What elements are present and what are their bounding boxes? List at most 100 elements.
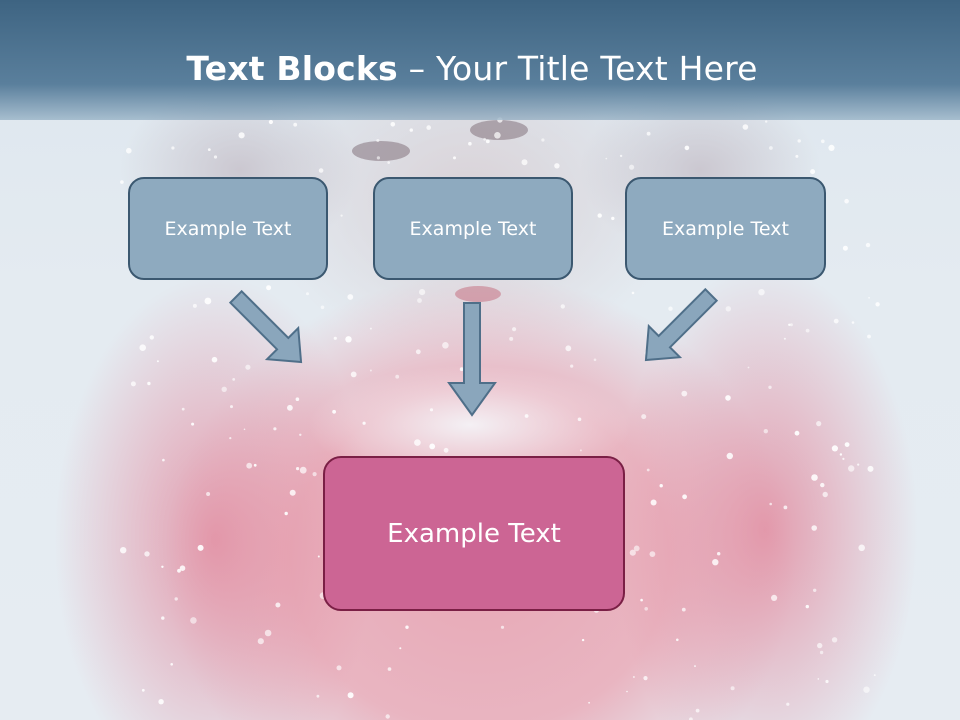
snow-speck [581, 638, 585, 642]
snow-speck [130, 381, 136, 387]
snow-speck [821, 139, 825, 144]
snow-speck [524, 414, 529, 418]
snow-speck [611, 216, 615, 221]
snow-speck [191, 422, 195, 426]
snow-speck [684, 145, 690, 151]
snow-speck [299, 466, 307, 474]
arrow-down-right-icon[interactable] [220, 281, 316, 377]
snow-speck [141, 688, 145, 692]
snow-speck [221, 386, 227, 392]
snow-speck [345, 336, 352, 343]
snow-speck [676, 638, 679, 642]
snow-speck [170, 663, 173, 666]
snow-speck [822, 491, 828, 498]
snow-speck [640, 598, 643, 602]
snow-speck [769, 146, 773, 150]
snow-speck [284, 511, 288, 516]
snow-speck [725, 306, 731, 312]
snow-speck [695, 708, 700, 713]
snow-speck [179, 565, 186, 571]
snow-speck [336, 665, 342, 671]
snow-speck [863, 686, 870, 693]
snow-speck [565, 345, 572, 352]
arrow-down-left-icon[interactable] [630, 279, 726, 375]
snow-speck [788, 323, 791, 326]
snow-speck [156, 360, 159, 363]
snow-speck [646, 131, 651, 136]
snow-speck [786, 702, 790, 706]
snow-speck [500, 625, 505, 629]
snow-speck [577, 417, 582, 422]
snow-speck [161, 565, 164, 568]
snow-speck [769, 502, 772, 506]
snow-speck [619, 154, 623, 158]
snow-speck [376, 156, 380, 160]
snow-speck [819, 650, 824, 655]
snow-speck [783, 337, 786, 340]
snow-speck [694, 665, 696, 668]
snow-speck [161, 616, 165, 620]
text-block-1-label: Example Text [164, 217, 292, 240]
snow-speck [858, 544, 865, 552]
snow-speck [813, 588, 817, 592]
slide-title[interactable]: Text Blocks – Your Title Text Here [0, 52, 944, 85]
snow-speck [376, 139, 380, 142]
snow-speck [712, 559, 719, 566]
snow-speck [266, 285, 272, 291]
snow-speck [633, 545, 640, 552]
snow-speck [867, 334, 871, 339]
snow-speck [868, 296, 870, 299]
snow-speck [805, 604, 809, 609]
snow-speck [206, 492, 211, 496]
text-block-3[interactable]: Example Text [625, 177, 826, 280]
snow-speck [494, 132, 501, 139]
snow-speck [649, 551, 656, 557]
snow-speck [120, 180, 124, 184]
snow-speck [409, 128, 413, 132]
snow-speck [875, 302, 880, 307]
text-block-1[interactable]: Example Text [128, 177, 328, 280]
snow-speck [817, 642, 823, 649]
snow-speck [844, 198, 849, 204]
snow-speck [293, 122, 298, 127]
text-block-2[interactable]: Example Text [373, 177, 573, 280]
snow-speck [332, 409, 336, 414]
snow-speck [795, 154, 799, 158]
snow-speck [120, 547, 127, 554]
snow-speck [369, 369, 372, 372]
snow-speck [771, 594, 778, 602]
snow-speck [643, 676, 648, 681]
snow-speck [257, 638, 264, 645]
snow-speck [825, 679, 829, 684]
snow-speck [181, 407, 185, 411]
snow-speck [851, 321, 855, 324]
arrow-down-icon[interactable] [447, 302, 497, 417]
snow-speck [333, 336, 337, 340]
snow-speck [211, 356, 218, 363]
snow-speck [149, 335, 154, 340]
snow-speck [443, 447, 449, 453]
snow-speck [483, 137, 486, 141]
snow-speck [318, 168, 324, 173]
snow-speck [765, 120, 768, 123]
snow-speck [659, 484, 663, 488]
snow-speck [644, 607, 648, 611]
main-text-block[interactable]: Example Text [323, 456, 625, 611]
snow-speck [415, 349, 421, 355]
snow-speck [730, 686, 735, 691]
snow-speck [810, 169, 816, 175]
snow-speck [414, 439, 421, 446]
snow-speck [390, 122, 396, 127]
snow-speck [340, 214, 343, 217]
snow-speck [385, 714, 390, 719]
snow-speck [299, 433, 302, 436]
snow-speck [347, 692, 354, 699]
snow-speck [797, 139, 801, 143]
snow-speck [842, 457, 845, 460]
snow-speck [426, 125, 432, 130]
snow-speck [597, 213, 602, 218]
snow-speck [399, 647, 402, 650]
snow-speck [147, 381, 151, 386]
snow-speck [468, 141, 472, 146]
